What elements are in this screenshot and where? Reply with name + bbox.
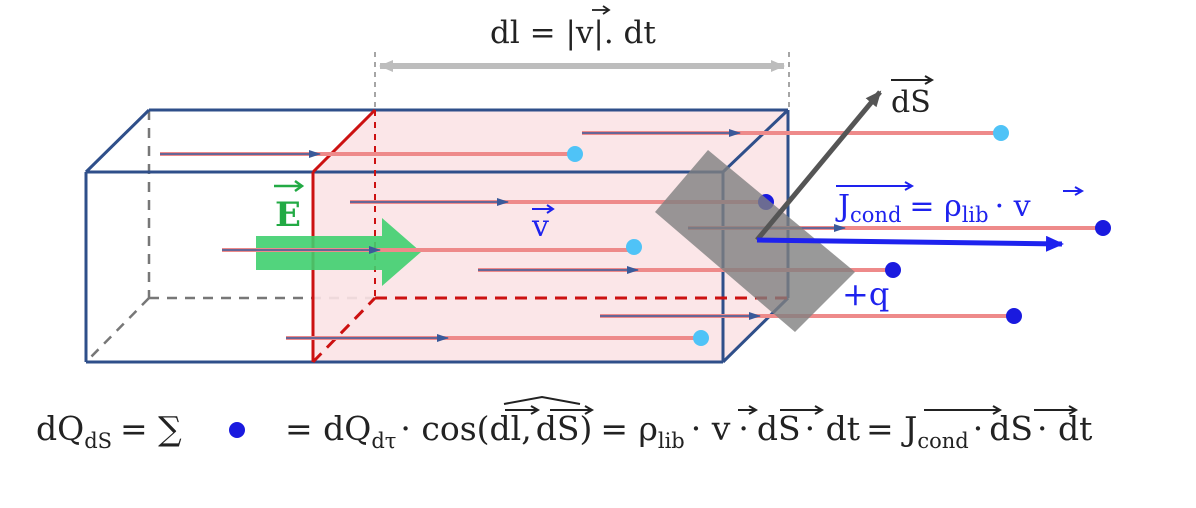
charge-light — [993, 125, 1009, 141]
normal-vector — [755, 90, 882, 242]
velocity-label: v — [531, 209, 549, 244]
normal-label: dS — [891, 85, 931, 120]
charge-light — [626, 239, 642, 255]
jcond-label: Jcond= ρlib· v — [835, 189, 1031, 227]
charge-dark — [885, 262, 901, 278]
charge-dark-symbol — [229, 422, 245, 438]
field-label: E — [275, 195, 301, 235]
vector-mark — [602, 5, 611, 15]
svg-text:= dQdτ· cos(dl,dS)= ρlib· v·dS: = dQdτ· cos(dl,dS)= ρlib· v·dS· dt= Jcon… — [285, 409, 1092, 453]
vector-mark — [294, 179, 305, 193]
vector-mark — [924, 75, 935, 85]
dl-label: dl = |v|. dt — [490, 15, 656, 51]
charge-light — [567, 146, 583, 162]
charge-dark — [1006, 308, 1022, 324]
vector-mark — [1074, 186, 1085, 196]
charges — [567, 125, 1111, 346]
flux-formula: dQdS= ∑ = dQdτ· cos(dl,dS)= ρlib· v·dS· … — [36, 395, 1092, 453]
charge-label: +q — [842, 275, 889, 313]
svg-text:dQdS= ∑: dQdS= ∑ — [36, 409, 182, 453]
surface-element — [655, 150, 855, 332]
dimension-dl — [374, 52, 790, 110]
current-arrow — [756, 235, 1064, 252]
charge-dark — [1095, 220, 1111, 236]
charge-light — [693, 330, 709, 346]
vector-mark — [546, 204, 555, 214]
vector-mark — [904, 181, 915, 191]
